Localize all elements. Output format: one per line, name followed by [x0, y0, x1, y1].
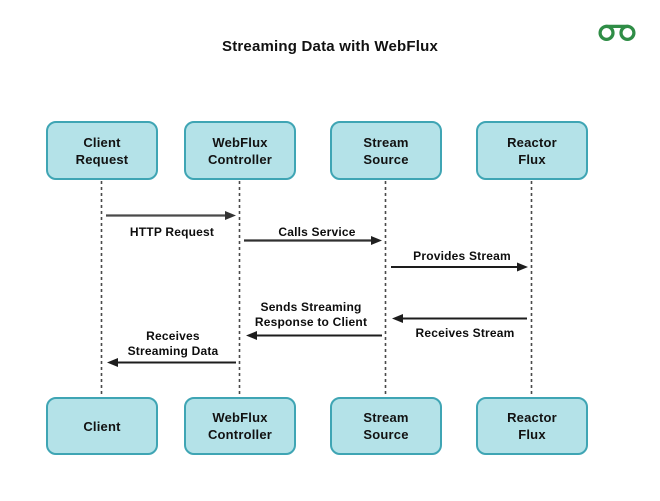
arrowhead-receives-streaming-data-icon — [107, 358, 118, 367]
arrowhead-sends-streaming-response-icon — [246, 331, 257, 340]
actor-box-client-request: Client Request — [46, 121, 158, 180]
arrowhead-calls-service-icon — [371, 236, 382, 245]
message-label-sends-streaming-response: Sends Streaming Response to Client — [254, 300, 368, 329]
actor-box-client: Client — [46, 397, 158, 455]
geeksforgeeks-logo-icon — [598, 24, 636, 41]
actor-box-reactor-flux-top: Reactor Flux — [476, 121, 588, 180]
actor-box-reactor-flux-bottom: Reactor Flux — [476, 397, 588, 455]
arrowhead-http-request-icon — [225, 211, 236, 220]
actor-box-webflux-controller-bottom: WebFlux Controller — [184, 397, 296, 455]
message-label-http-request: HTTP Request — [129, 225, 215, 239]
message-label-calls-service: Calls Service — [278, 225, 356, 239]
arrowhead-receives-stream-icon — [392, 314, 403, 323]
message-label-receives-streaming-data: Receives Streaming Data — [127, 329, 219, 358]
message-label-provides-stream: Provides Stream — [413, 249, 511, 263]
arrowhead-provides-stream-icon — [517, 262, 528, 272]
message-label-receives-stream: Receives Stream — [415, 326, 515, 340]
diagram-title: Streaming Data with WebFlux — [222, 38, 438, 55]
actor-box-webflux-controller-top: WebFlux Controller — [184, 121, 296, 180]
actor-box-stream-source-bottom: Stream Source — [330, 397, 442, 455]
actor-box-stream-source-top: Stream Source — [330, 121, 442, 180]
